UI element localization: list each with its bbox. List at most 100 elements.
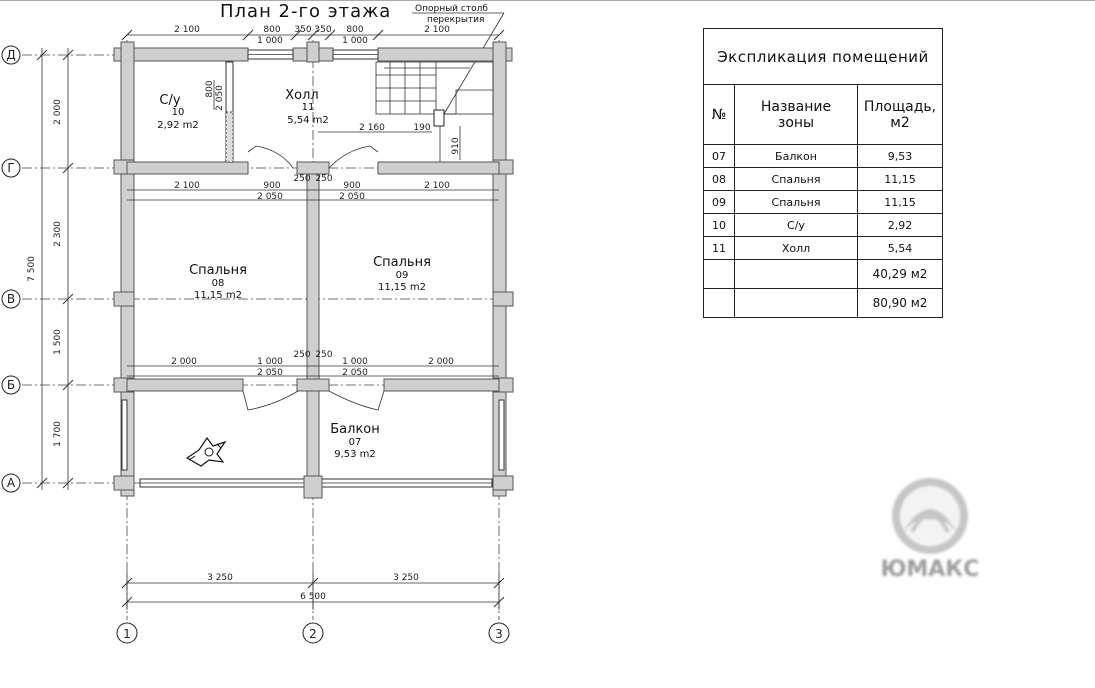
axis-bubble-d: Д (1, 45, 21, 65)
svg-text:1 000: 1 000 (342, 357, 368, 367)
dims-axis-g: 2 100 900 900 2 100 2 050 2 050 250 250 (127, 174, 499, 202)
room-label-balcony: Балкон 07 9,53 m2 (330, 422, 380, 460)
svg-text:Балкон: Балкон (330, 422, 380, 437)
dim-left-ba: 1 700 (53, 421, 63, 447)
walls (113, 41, 514, 499)
staircase: 2 160 190 910 (318, 61, 494, 162)
svg-text:910: 910 (451, 137, 461, 154)
svg-text:350: 350 (314, 25, 331, 35)
axis-bubble-1: 1 (116, 622, 138, 644)
svg-text:2 100: 2 100 (424, 25, 450, 35)
company-logo: ЮМАКС (881, 478, 980, 582)
table-total-row: 80,90 м2 (703, 288, 943, 318)
svg-text:2 100: 2 100 (174, 25, 200, 35)
bath-dims: 800 2 050 (205, 80, 225, 111)
svg-text:11,15 m2: 11,15 m2 (378, 282, 426, 293)
svg-text:ЮМАКС: ЮМАКС (881, 557, 980, 582)
plant-icon (185, 436, 227, 467)
axis-bubble-2: 2 (302, 622, 324, 644)
dims-axis-b: 2 000 1 000 1 000 2 000 2 050 2 050 250 … (127, 350, 499, 378)
svg-text:900: 900 (343, 181, 360, 191)
axis-bubble-v: В (1, 289, 21, 309)
dim-left-total: 7 500 (27, 256, 37, 282)
grid-axes (22, 40, 510, 620)
svg-text:Г: Г (7, 161, 14, 175)
room-label-hall: Холл 11 5,54 m2 (285, 88, 329, 126)
axis-bubble-3: 3 (488, 622, 510, 644)
svg-text:2 160: 2 160 (359, 123, 385, 133)
svg-text:1 000: 1 000 (342, 36, 368, 46)
svg-text:Спальня: Спальня (373, 255, 431, 270)
svg-text:350: 350 (294, 25, 311, 35)
svg-text:3 250: 3 250 (207, 573, 233, 583)
svg-text:В: В (7, 292, 15, 306)
dim-left-vb: 1 500 (53, 329, 63, 355)
svg-text:2 050: 2 050 (215, 85, 225, 111)
svg-text:2 100: 2 100 (424, 181, 450, 191)
svg-text:11: 11 (302, 102, 315, 113)
svg-text:С/у: С/у (159, 93, 180, 108)
svg-text:9,53 m2: 9,53 m2 (334, 449, 376, 460)
support-note-line2: перекрытия (427, 15, 484, 25)
svg-text:10: 10 (172, 107, 185, 118)
dim-left-gv: 2 300 (53, 221, 63, 247)
axis-bubble-g: Г (1, 158, 21, 178)
room-label-bedroom-09: Спальня 09 11,15 m2 (373, 255, 431, 293)
doors (242, 145, 385, 411)
svg-text:2 000: 2 000 (428, 357, 454, 367)
svg-text:Б: Б (7, 378, 15, 392)
header-area: Площадь,м2 (857, 84, 943, 145)
svg-text:250: 250 (293, 174, 310, 184)
plan-title: План 2-го этажа (220, 1, 391, 22)
svg-text:800: 800 (205, 80, 215, 97)
room-label-bedroom-08: Спальня 08 11,15 m2 (189, 263, 247, 301)
total-area-second-floor: 40,29 м2 (857, 259, 943, 289)
svg-text:А: А (7, 476, 16, 490)
svg-text:Д: Д (6, 48, 15, 62)
svg-text:250: 250 (315, 174, 332, 184)
svg-text:900: 900 (263, 181, 280, 191)
svg-text:2 050: 2 050 (339, 192, 365, 202)
bottom-dimensions: 3 250 3 250 6 500 (121, 572, 505, 610)
axis-bubble-b: Б (1, 375, 21, 395)
table-total-row: 40,29 м2 (703, 259, 943, 289)
svg-text:2 050: 2 050 (257, 192, 283, 202)
svg-text:250: 250 (293, 350, 310, 360)
svg-text:2 000: 2 000 (171, 357, 197, 367)
axis-bubble-a: А (1, 473, 21, 493)
svg-text:2,92 m2: 2,92 m2 (157, 120, 199, 131)
svg-text:2 050: 2 050 (257, 368, 283, 378)
svg-text:09: 09 (396, 270, 409, 281)
header-number: № (703, 84, 735, 145)
svg-text:190: 190 (413, 123, 430, 133)
svg-text:1 000: 1 000 (257, 357, 283, 367)
svg-text:1: 1 (123, 627, 131, 641)
svg-text:08: 08 (212, 278, 225, 289)
top-dimensions: 2 100 800 350 350 800 2 100 1 000 1 000 (121, 25, 505, 46)
svg-text:800: 800 (346, 25, 363, 35)
total-area-house: 80,90 м2 (857, 288, 943, 318)
svg-text:3: 3 (495, 627, 503, 641)
svg-text:3 250: 3 250 (393, 573, 419, 583)
svg-text:1 000: 1 000 (257, 36, 283, 46)
svg-text:800: 800 (263, 25, 280, 35)
dim-left-dg: 2 000 (53, 99, 63, 125)
svg-text:2 050: 2 050 (342, 368, 368, 378)
svg-text:Спальня: Спальня (189, 263, 247, 278)
svg-text:5,54 m2: 5,54 m2 (287, 115, 329, 126)
svg-text:Холл: Холл (285, 88, 318, 103)
left-dimensions: 2 000 2 300 7 500 1 500 1 700 (27, 48, 74, 490)
svg-text:11,15 m2: 11,15 m2 (194, 290, 242, 301)
svg-text:07: 07 (349, 437, 362, 448)
room-label-bath: С/у 10 2,92 m2 (157, 93, 199, 131)
svg-text:2 100: 2 100 (174, 181, 200, 191)
support-note-line1: Опорный столб (415, 4, 488, 14)
